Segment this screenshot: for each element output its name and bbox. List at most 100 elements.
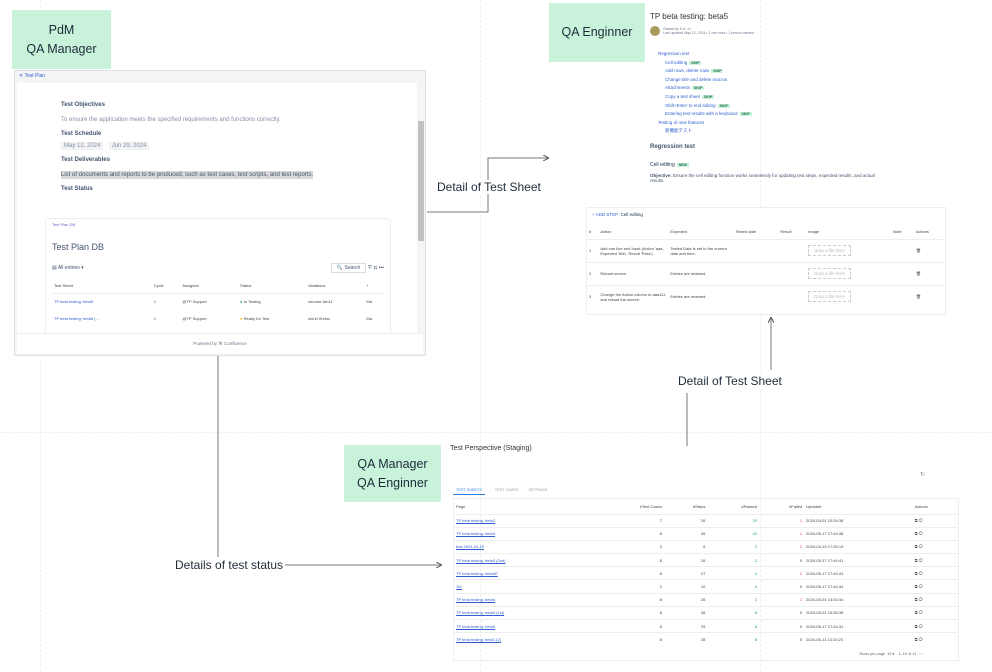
copy-icon[interactable]: ⧉ [914,597,918,603]
add-step-button[interactable]: + ADD STEP [592,212,619,217]
sync-icon[interactable]: ⟳ [918,637,924,643]
delete-icon[interactable]: 🗑 [915,271,921,276]
test-sheet-screenshot: TP beta testing: beta5 Owned by K.A. •••… [645,0,950,205]
tab-test-cases[interactable]: TEST CASES [494,488,519,492]
table-row: TP beta testing: beta5 (...1@TP Support●… [54,316,372,321]
avatar [650,26,660,36]
page-link[interactable]: TP beta testing: beta4 (1st) [456,610,505,616]
delete-icon[interactable]: 🗑 [915,294,921,300]
copy-icon[interactable]: ⧉ [914,584,918,590]
view-select[interactable]: ▤ All entries ▾ [52,265,84,271]
heading: Test Objectives [61,102,105,108]
delete-icon[interactable]: 🗑 [915,248,921,253]
copy-icon[interactable]: ⧉ [914,570,918,576]
toc-item[interactable]: Regression test [658,51,690,56]
heading: Test Deliverables [61,157,110,163]
sync-icon[interactable]: ⟳ [918,610,924,616]
sync-icon[interactable]: ⟳ [918,584,924,590]
heading: Test Status [61,186,93,192]
guide-line [480,0,481,672]
perspective-title: Test Perspective (Staging) [450,445,532,452]
toc-item[interactable]: 新機能テスト [665,128,692,134]
copy-icon[interactable]: ⧉ [914,623,918,629]
page-link[interactable]: test 2024-04-19 [456,544,485,550]
guide-line [760,0,761,672]
page-link[interactable]: TP beta testing: beta3 [456,531,496,537]
page-link[interactable]: TP beta testing: beta3 (2nd) [456,557,506,563]
copy-icon[interactable]: ⧉ [914,557,918,563]
filter-icon[interactable]: ⛛ [367,265,372,271]
page-link[interactable]: TP beta testing: beta5 [456,623,496,629]
role-label: QA Enginner [357,475,428,490]
sync-icon[interactable]: ⟳ [918,518,924,524]
page-link[interactable]: TP beta testing: beta1 (2) [456,637,502,643]
test-perspective-screenshot: Test Perspective (Staging) ↻ TEST SHEETS… [450,445,960,665]
page-link[interactable]: TP beta testing: beta2 [456,518,496,524]
sync-icon[interactable]: ⟳ [918,570,924,576]
sync-icon[interactable]: ⟳ [918,544,924,550]
scrollbar[interactable] [418,121,424,241]
section-heading: Regression test [650,143,696,150]
file-drop-zone[interactable]: Drop a file here [808,268,851,279]
copy-icon[interactable]: ⧉ [914,544,918,550]
sync-icon[interactable]: ⟳ [918,557,924,563]
copy-icon[interactable]: ⧉ [914,518,918,524]
text: List of documents and reports to be prod… [61,171,314,179]
text: To ensure the application meets the spec… [61,117,281,123]
page-link[interactable]: TP beta testing: beta4 [456,597,496,603]
tab-test-plan[interactable]: ✕ Test Plan [19,73,46,79]
role-label: QA Manager [26,41,97,56]
tab-test-sheets[interactable]: TEST SHEETS [453,488,485,495]
sync-icon[interactable]: ⟳ [918,531,924,537]
file-drop-zone[interactable]: Drop a file here [808,245,851,256]
sync-icon[interactable]: ⟳ [918,597,924,603]
page-link[interactable]: TP beta testing: beta4E [456,570,498,576]
test-plan-screenshot: ✕ Test Plan Test Objectives To ensure th… [14,70,426,356]
file-drop-zone[interactable]: Drop a file here [808,291,851,303]
pagination: Rows per page 10 ▾ 1–10 of 11 ‹ › [859,652,923,656]
sync-icon[interactable]: ⟳ [918,623,924,629]
role-label: QA Manager [357,456,428,471]
copy-icon[interactable]: ⧉ [914,610,918,616]
next-page-button[interactable]: › [921,652,923,656]
db-title: Test Plan DB [52,242,105,252]
db-tag: Test Plan DB [52,222,76,227]
role-qa-engineer: QA Enginner [549,3,645,62]
sort-icon[interactable]: ⇅ [373,265,378,271]
tab-settings[interactable]: SETTINGS [528,488,548,492]
copy-icon[interactable]: ⧉ [914,531,918,537]
date-start[interactable]: May 12, 2024 [61,142,104,150]
date-end[interactable]: Jun 29, 2024 [108,142,150,150]
search-input[interactable]: 🔍 Search [330,263,367,273]
rows-per-page-select[interactable]: 10 [887,652,892,656]
label-details-status: Details of test status [173,558,286,572]
toc-item[interactable]: Testing of new features [658,119,705,125]
page-link[interactable]: 111 [456,584,463,590]
copy-icon[interactable]: ⧉ [914,637,918,643]
role-qa-both: QA Manager QA Enginner [344,445,441,502]
toc-item[interactable]: Change title and delete macros [665,76,728,82]
more-icon[interactable]: ••• [378,265,384,271]
refresh-icon[interactable]: ↻ [920,472,926,478]
prev-page-button[interactable]: ‹ [919,652,921,656]
heading: Test Schedule [61,131,102,137]
